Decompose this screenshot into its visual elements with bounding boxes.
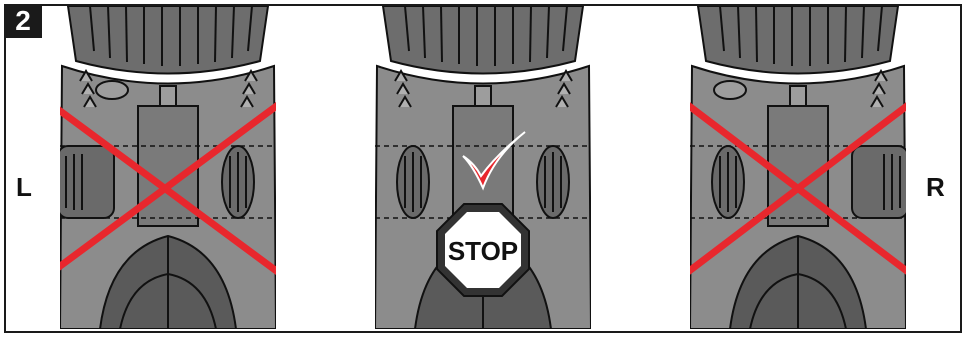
direction-label-right: R	[926, 172, 945, 203]
drill-panel-center: STOP	[375, 6, 591, 329]
stop-sign-icon: STOP	[437, 204, 529, 296]
drill-panel-right	[690, 6, 906, 329]
drill-panel-left	[60, 6, 276, 329]
drill-illustration	[690, 6, 906, 329]
stop-sign-text: STOP	[448, 236, 518, 266]
step-number-badge: 2	[4, 4, 42, 38]
direction-label-left: L	[16, 172, 32, 203]
drill-illustration	[60, 6, 276, 329]
